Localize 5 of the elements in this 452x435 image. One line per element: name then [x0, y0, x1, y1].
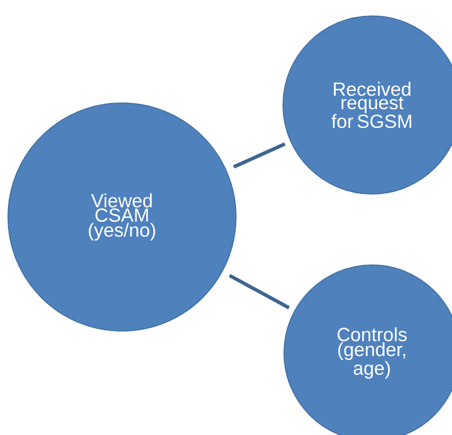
connector-line	[228, 274, 290, 310]
circle-node: Viewed CSAM (yes/no)	[8, 102, 236, 332]
circle-node: Controls (gender, age)	[284, 264, 452, 435]
circle-node: Received request for SGSM	[282, 16, 452, 194]
connector-line	[233, 142, 286, 168]
